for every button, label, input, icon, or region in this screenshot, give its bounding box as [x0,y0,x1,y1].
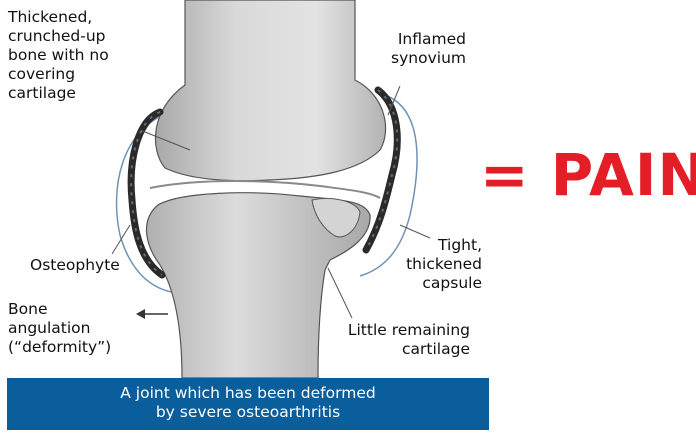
leader-cartilage [328,268,352,318]
leader-osteophyte [112,225,130,254]
label-osteophyte: Osteophyte [30,256,120,275]
label-thickened-bone: Thickened, crunched-up bone with no cove… [8,8,109,103]
caption-box: A joint which has been deformed by sever… [7,378,489,430]
label-inflamed-synovium: Inflamed synovium [372,30,466,68]
caption-line-1: A joint which has been deformed [7,384,489,403]
label-tight-capsule: Tight, thickened capsule [388,236,482,293]
label-bone-angulation: Bone angulation (“deformity”) [8,300,111,357]
label-little-cartilage: Little remaining cartilage [320,321,470,359]
upper-bone [155,0,385,181]
pain-heading: = PAIN [480,140,696,210]
angulation-arrowhead [136,309,145,319]
caption-line-2: by severe osteoarthritis [7,403,489,422]
